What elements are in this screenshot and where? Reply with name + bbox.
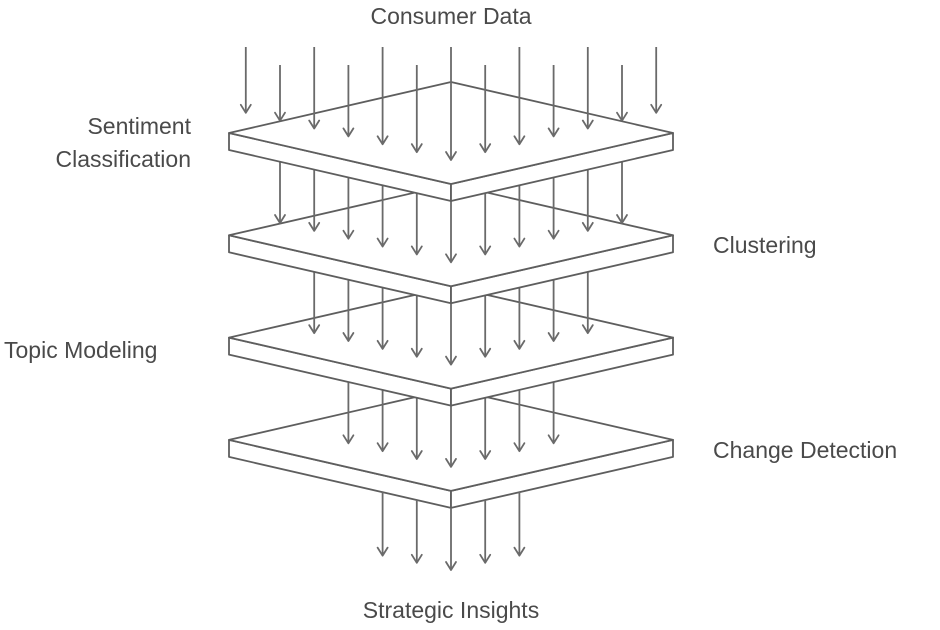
arrow-head-icon [513,442,526,453]
arrow-into-layer-1 [513,47,526,146]
arrow-into-layer-1 [342,65,355,138]
layer-label-topic-modeling: Topic Modeling [4,337,157,363]
arrow-head-icon [547,434,560,445]
arrow-head-icon [616,214,628,224]
arrow-head-icon [479,143,492,154]
arrow-output [479,500,492,564]
arrow-head-icon [581,324,594,335]
arrow-head-icon [342,332,355,342]
arrow-head-icon [376,339,389,350]
arrow-output [376,492,389,557]
arrow-head-icon [376,135,389,146]
arrow-into-layer-1 [274,65,286,122]
arrow-head-icon [410,450,423,460]
arrow-output [445,507,457,571]
arrow-into-layer-3 [513,287,526,350]
arrow-into-layer-2 [479,193,492,256]
arrow-into-layer-4 [410,397,423,460]
arrow-into-layer-4 [376,389,389,453]
arrow-into-layer-1 [239,47,252,114]
arrow-into-layer-3 [479,295,492,358]
layer-label-sentiment-line2: Classification [56,146,192,172]
arrow-head-icon [445,355,457,366]
arrow-into-layer-1 [445,47,457,161]
arrow-into-layer-2 [581,169,594,232]
arrow-head-icon [445,561,457,571]
arrow-head-icon [479,245,492,256]
layers-group [228,47,674,571]
arrow-head-icon [342,434,355,445]
arrow-head-icon [308,119,321,130]
arrow-head-icon [342,229,355,240]
arrow-head-icon [513,339,526,350]
arrow-head-icon [581,119,594,130]
arrow-into-layer-4 [547,382,560,445]
arrow-into-layer-1 [581,47,594,130]
arrow-head-icon [376,546,389,557]
arrow-head-icon [616,111,628,122]
arrow-head-icon [650,103,663,114]
arrow-head-icon [410,347,423,358]
arrow-into-layer-3 [581,271,594,335]
arrow-into-layer-4 [479,397,492,460]
arrow-head-icon [513,546,526,557]
arrow-head-icon [445,151,457,161]
arrow-head-icon [445,457,457,468]
layer-label-clustering: Clustering [713,232,817,258]
arrow-head-icon [274,214,286,224]
arrow-head-icon [342,127,355,138]
arrow-head-icon [410,143,423,154]
arrow-head-icon [445,253,457,264]
arrow-into-layer-4 [445,405,457,468]
arrow-into-layer-3 [308,271,321,335]
arrow-head-icon [513,237,526,248]
arrow-into-layer-2 [308,169,321,232]
arrow-head-icon [479,450,492,460]
arrow-head-icon [581,221,594,232]
arrow-into-layer-1 [410,65,423,154]
arrow-head-icon [547,229,560,240]
arrow-into-layer-1 [650,47,663,114]
arrow-head-icon [479,347,492,358]
arrow-into-layer-1 [479,65,492,154]
arrow-head-icon [274,111,286,122]
arrow-head-icon [513,135,526,146]
arrow-into-layer-2 [445,201,457,264]
arrow-into-layer-2 [547,177,560,240]
arrow-into-layer-1 [547,65,560,138]
arrow-into-layer-3 [342,279,355,342]
arrow-head-icon [239,103,252,114]
arrow-output [513,492,526,557]
arrow-into-layer-2 [616,161,628,224]
arrow-into-layer-3 [547,279,560,342]
arrow-head-icon [479,553,492,564]
arrow-into-layer-3 [445,303,457,366]
arrow-into-layer-2 [513,185,526,248]
arrow-into-layer-2 [410,193,423,256]
arrow-head-icon [547,127,560,138]
arrow-into-layer-2 [376,185,389,248]
arrow-into-layer-2 [274,161,286,224]
arrow-head-icon [376,442,389,453]
arrow-head-icon [547,332,560,342]
arrow-head-icon [376,237,389,248]
arrow-into-layer-1 [376,47,389,146]
arrow-into-layer-4 [342,382,355,445]
input-label: Consumer Data [370,3,531,29]
arrow-output [410,500,423,564]
arrow-into-layer-2 [342,177,355,240]
arrow-head-icon [308,324,321,335]
arrow-into-layer-1 [308,47,321,130]
arrow-into-layer-1 [616,65,628,122]
output-label: Strategic Insights [363,597,539,623]
arrow-head-icon [410,245,423,256]
layer-label-change-detection: Change Detection [713,437,897,463]
arrow-into-layer-4 [513,389,526,453]
arrow-into-layer-3 [376,287,389,350]
layer-label-sentiment-line1: Sentiment [87,113,191,139]
arrow-into-layer-3 [410,295,423,358]
arrow-head-icon [410,553,423,564]
arrow-head-icon [308,221,321,232]
